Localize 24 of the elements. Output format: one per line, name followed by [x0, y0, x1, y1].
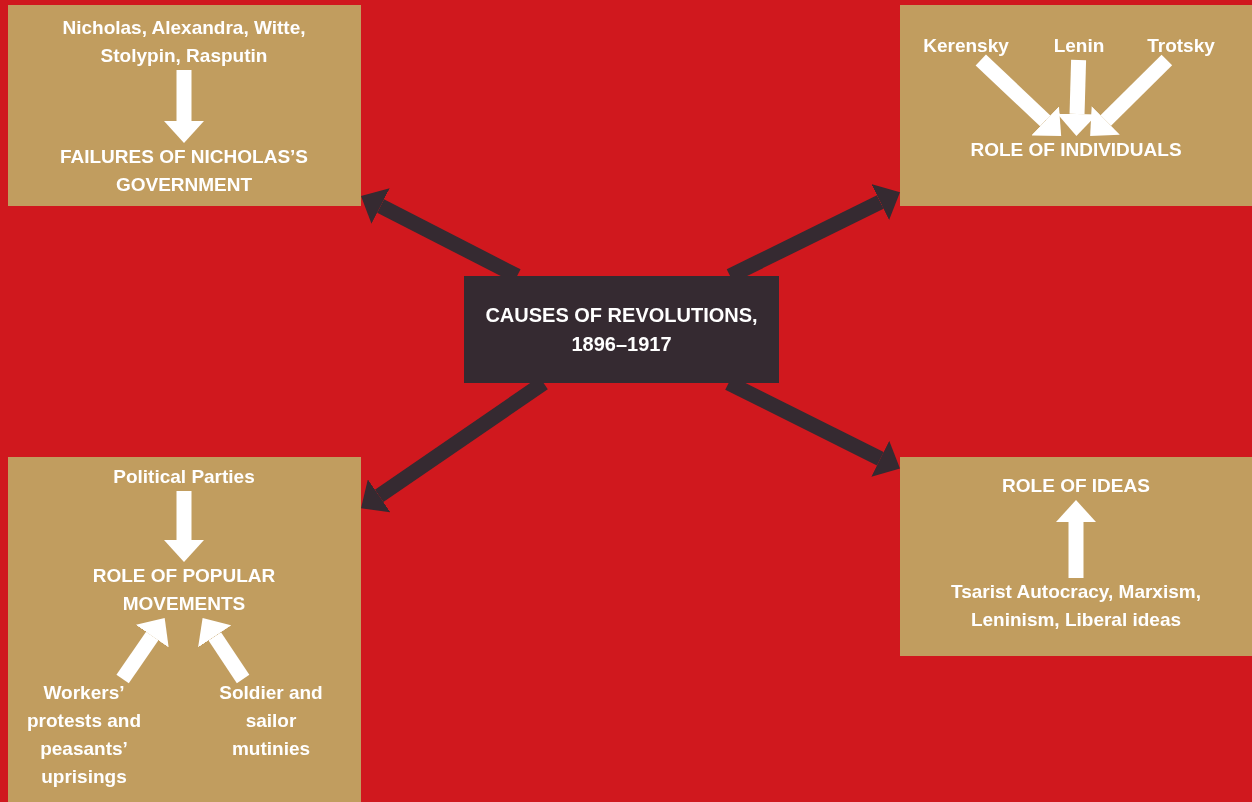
arrow [116, 618, 169, 684]
panel-background [8, 5, 361, 206]
arrow [975, 54, 1062, 136]
central-box: CAUSES OF REVOLUTIONS, 1896–1917 [464, 276, 779, 383]
topic-label: ROLE OF IDEAS [1002, 472, 1150, 500]
topic-label: Trotsky [1147, 32, 1215, 60]
topic-label: Kerensky [923, 32, 1009, 60]
panel-background [900, 5, 1252, 206]
topic-label: ROLE OF INDIVIDUALS [970, 136, 1182, 164]
arrow [1056, 500, 1096, 578]
topic-label: Soldier and sailor mutinies [213, 679, 329, 763]
arrow [164, 491, 204, 562]
arrow [1090, 54, 1173, 136]
topic-label: ROLE OF POPULAR MOVEMENTS [54, 562, 314, 618]
topic-label: Nicholas, Alexandra, Witte, Stolypin, Rasputin [34, 14, 334, 70]
arrow [198, 618, 250, 684]
panel-background [900, 457, 1252, 656]
panel-background [8, 457, 361, 802]
topic-label: Tsarist Autocracy, Marxism, Leninism, Liberal ideas [926, 578, 1226, 634]
arrow [164, 70, 204, 143]
topic-label: Lenin [1053, 32, 1105, 60]
topic-label: FAILURES OF NICHOLAS’S GOVERNMENT [34, 143, 334, 199]
topic-label: Workers’ protests and peasants’ uprisings [10, 679, 158, 791]
topic-label: Political Parties [113, 463, 255, 491]
